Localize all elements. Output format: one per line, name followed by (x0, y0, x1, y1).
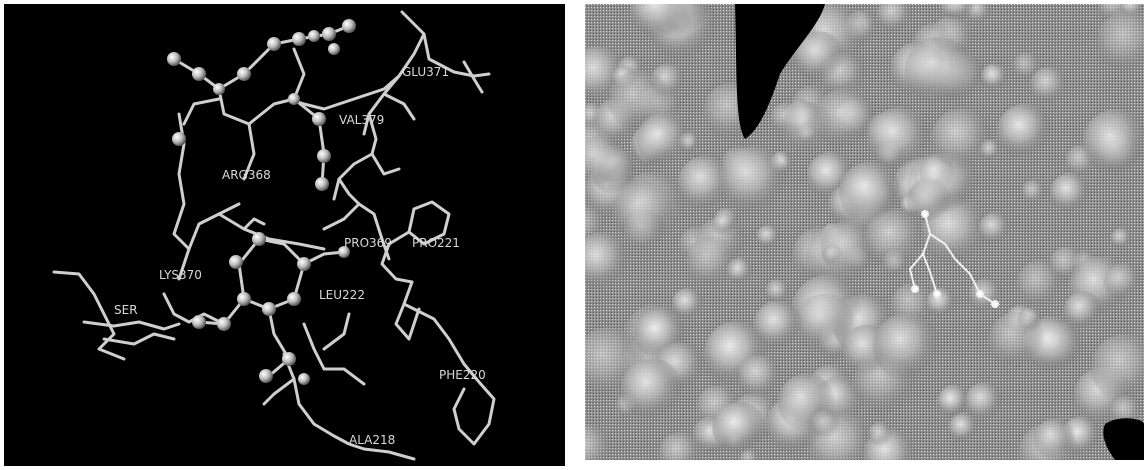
surface-blob (1034, 418, 1076, 460)
residue-label-arg368: ARG368 (222, 168, 271, 182)
surface-blob (753, 300, 803, 350)
surface-blob (636, 112, 691, 167)
surface-blob (712, 401, 766, 455)
surface-blob (867, 421, 893, 447)
surface-blob (810, 409, 840, 439)
surface-blob (873, 313, 941, 381)
surface-blob (964, 382, 1003, 421)
surface-blob (1090, 334, 1144, 403)
surface-blob (904, 37, 973, 105)
surface-blob (613, 181, 673, 241)
surface-blob (926, 287, 957, 318)
surface-blob (685, 236, 738, 288)
surface-blob (943, 4, 975, 21)
surface-blob (585, 232, 630, 290)
residue-label-leu222: LEU222 (319, 288, 365, 302)
bound-ligand-in-pocket (908, 210, 999, 308)
surface-blob (948, 413, 979, 443)
surface-blob (794, 31, 845, 82)
residue-label-val379: VAL379 (339, 113, 384, 127)
surface-blob (794, 293, 855, 354)
surface-blob (1110, 227, 1133, 250)
surface-blob (585, 424, 614, 460)
surface-blobs (585, 4, 1144, 460)
surface-blob (756, 224, 781, 249)
protein-bonds (52, 10, 496, 461)
surface-blob (671, 287, 704, 320)
residue-label-pro221: PRO221 (412, 236, 460, 250)
surface-blob (765, 279, 791, 304)
surface-blob (978, 212, 1011, 245)
protein-surface-svg (585, 4, 1144, 460)
residue-label-pro369: PRO369 (344, 236, 392, 250)
residue-label-ala218: ALA218 (349, 433, 395, 447)
ligand-stick-model-panel: GLU371 VAL379 ARG368 PRO369 PRO221 LYS37… (4, 4, 565, 466)
surface-blob (1049, 172, 1090, 213)
surface-blob (876, 4, 914, 34)
residue-label-glu371: GLU371 (402, 65, 449, 79)
surface-blob (988, 311, 1045, 368)
surface-blob (867, 107, 930, 170)
surface-blob (1030, 66, 1068, 105)
surface-blob (1082, 109, 1144, 176)
surface-blob (677, 155, 734, 212)
surface-blob (711, 212, 736, 236)
surface-blob (1049, 246, 1085, 282)
surface-blob (620, 358, 683, 421)
surface-blob (937, 386, 969, 419)
surface-blob (1097, 10, 1144, 74)
residue-label-lys370: LYS370 (159, 268, 202, 282)
surface-blob (1063, 291, 1103, 330)
surface-cleft-top (735, 4, 825, 139)
surface-blob (820, 220, 877, 276)
surface-cleft-bottom-right (1103, 418, 1144, 460)
surface-blob (931, 108, 993, 170)
stick-model-svg: GLU371 VAL379 ARG368 PRO369 PRO221 LYS37… (52, 10, 496, 461)
surface-blob (782, 102, 833, 153)
surface-blob (981, 63, 1009, 91)
residue-label-phe220: PHE220 (439, 368, 486, 382)
surface-blob (737, 354, 782, 399)
surface-blob (864, 209, 925, 269)
ligand-atoms (167, 19, 356, 385)
surface-blob (1012, 52, 1042, 81)
surface-blob (658, 431, 702, 460)
residue-labels: GLU371 VAL379 ARG368 PRO369 PRO221 LYS37… (114, 65, 486, 447)
surface-blob (719, 146, 788, 214)
surface-blob (839, 161, 901, 224)
surface-blob (1103, 263, 1142, 301)
surface-blob (630, 4, 690, 40)
surface-blob (585, 135, 624, 186)
residue-label-ser: SER (114, 303, 138, 317)
surface-blob (1021, 179, 1046, 205)
surface-blob (997, 103, 1052, 159)
protein-surface-panel (585, 4, 1144, 460)
